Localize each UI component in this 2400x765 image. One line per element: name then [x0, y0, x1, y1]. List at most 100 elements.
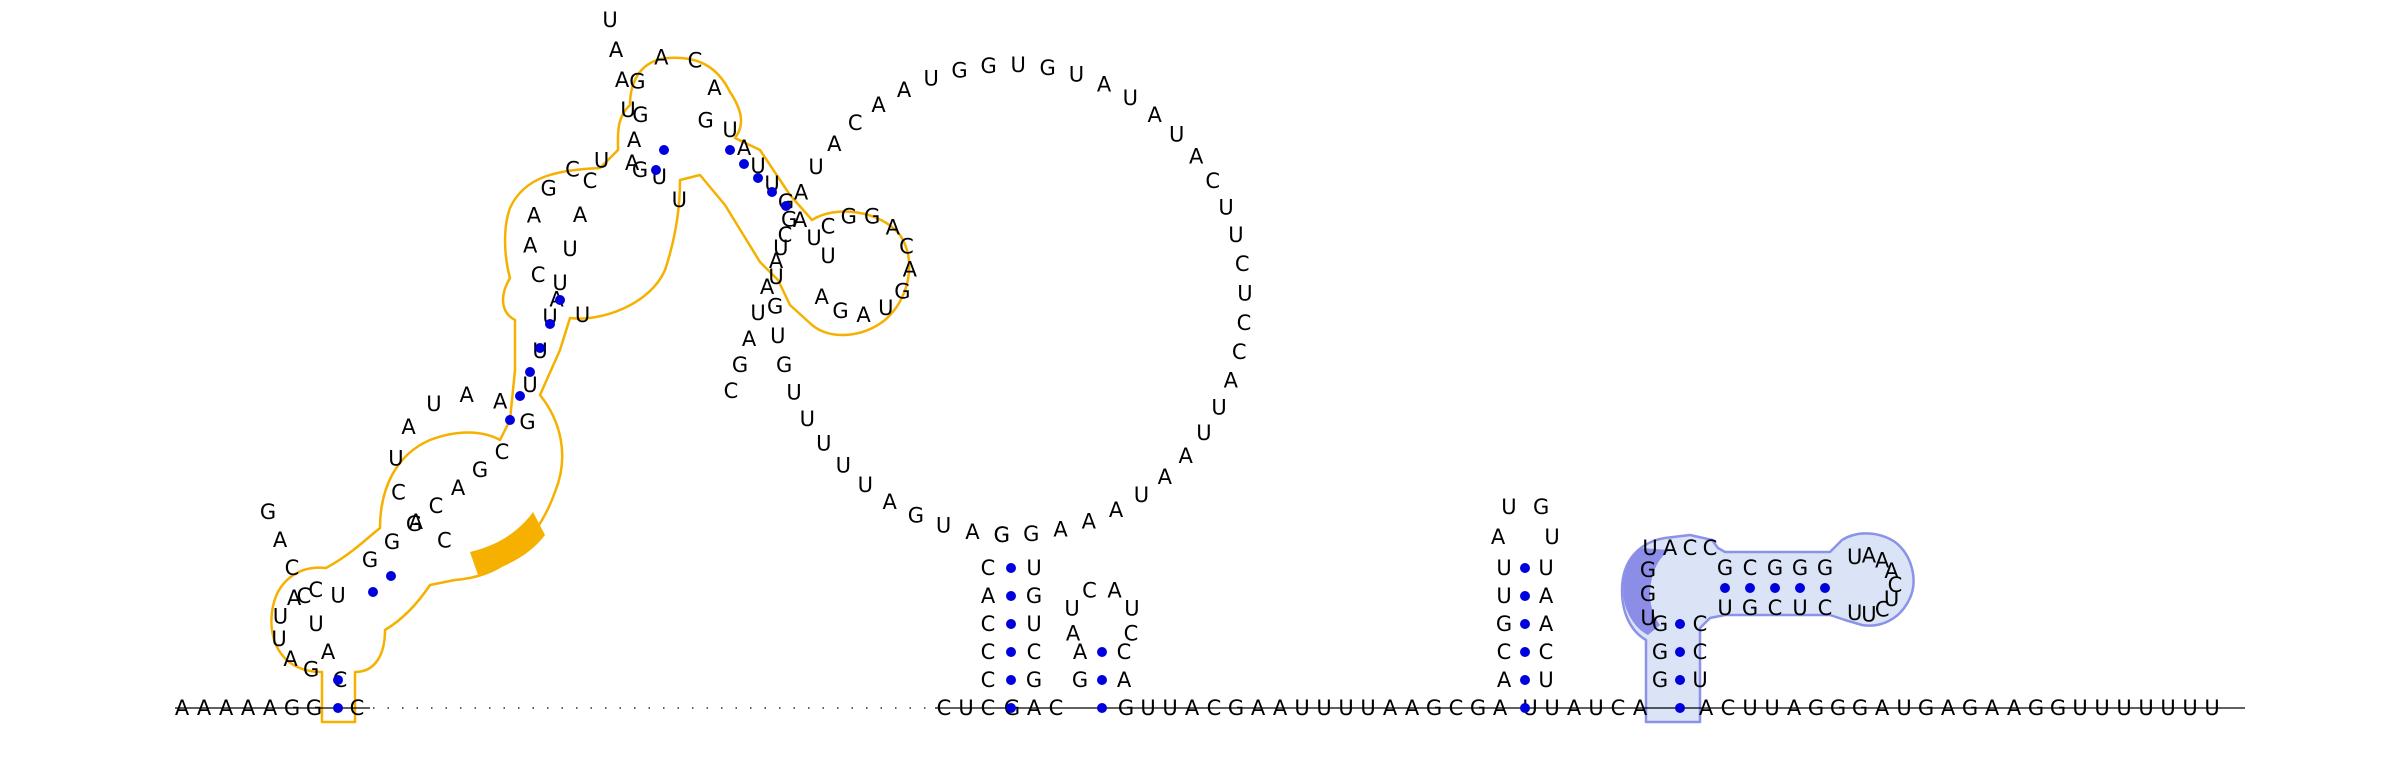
- nucleotide-helix-a-left: C: [981, 556, 996, 580]
- nucleotide-pk-top: G: [1640, 582, 1656, 606]
- nucleotide-orange-cap: C: [688, 48, 703, 72]
- nucleotide-linker: G: [1118, 696, 1134, 720]
- nucleotide-big-loop: U: [936, 513, 951, 537]
- nucleotide-orange-right-loop: G: [894, 280, 910, 304]
- nucleotide-orange-stem: U: [596, 0, 611, 2]
- nucleotide-pk-helix-top: C: [1743, 556, 1758, 580]
- nucleotide-orange-loop3: A: [625, 151, 640, 175]
- nucleotide-3prime-tail: G: [1852, 696, 1868, 720]
- nucleotide-orange-stem: C: [778, 223, 793, 247]
- nucleotide-big-loop: U: [816, 431, 831, 455]
- nucleotide-orange-loop3: G: [541, 177, 557, 201]
- nucleotide-orange-loop3: C: [531, 263, 546, 287]
- nucleotide-pk-loop: A: [1884, 559, 1899, 583]
- nucleotide-hairpin3-right: U: [1538, 668, 1553, 692]
- nucleotide-linker: C: [1207, 696, 1222, 720]
- nucleotide-orange-right-loop: G: [864, 205, 880, 229]
- nucleotide-orange-stem: A: [737, 136, 752, 160]
- base-pair-hairpin2: [1097, 703, 1107, 713]
- nucleotide-linker: C: [981, 696, 996, 720]
- nucleotide-big-loop: A: [794, 181, 809, 205]
- nucleotide-pk-right: C: [1693, 612, 1708, 636]
- nucleotide-5prime: A: [219, 696, 234, 720]
- nucleotide-3prime-tail: U: [2204, 696, 2219, 720]
- nucleotide-helix-a-left: A: [981, 584, 996, 608]
- nucleotide-helix-a-left: C: [981, 640, 996, 664]
- nucleotide-big-loop: C: [1237, 311, 1252, 335]
- nucleotide-big-loop: U: [773, 236, 788, 260]
- base-pair-orange: [333, 703, 343, 713]
- nucleotide-orange-loop2: U: [426, 392, 441, 416]
- nucleotide-linker: C: [1611, 696, 1626, 720]
- nucleotide-pk-loop: A: [1875, 548, 1890, 572]
- nucleotide-big-loop: G: [908, 503, 924, 527]
- nucleotide-5prime: A: [263, 696, 278, 720]
- nucleotide-hairpin2: A: [1117, 668, 1132, 692]
- nucleotide-orange-right-loop: U: [878, 296, 893, 320]
- nucleotide-3prime-tail: U: [2182, 696, 2197, 720]
- nucleotide-linker: U: [1338, 696, 1353, 720]
- nucleotide-big-loop: G: [951, 59, 967, 83]
- nucleotide-hairpin3-loop: U: [1544, 525, 1559, 549]
- nucleotide-linker: A: [1567, 696, 1582, 720]
- base-pair-orange: [753, 173, 763, 183]
- nucleotide-linker: A: [1273, 696, 1288, 720]
- base-pair-orange: [545, 319, 555, 329]
- base-pair-orange: [535, 343, 545, 353]
- nucleotide-orange-stem: U: [602, 8, 617, 32]
- nucleotide-orange-stem: C: [429, 494, 444, 518]
- nucleotide-orange-stem: G: [632, 158, 648, 182]
- nucleotide-hairpin2-loop: A: [1066, 622, 1081, 646]
- nucleotide-big-loop: G: [994, 523, 1010, 547]
- nucleotide-pk-helix-top: G: [1767, 556, 1783, 580]
- nucleotide-orange-stem: G: [472, 458, 488, 482]
- base-pair-helix-a: [1006, 647, 1016, 657]
- base-pair-orange: [368, 587, 378, 597]
- nucleotide-orange-stem: A: [609, 38, 624, 62]
- nucleotide-3prime-tail: A: [1699, 696, 1714, 720]
- nucleotide-big-loop: A: [827, 132, 842, 156]
- nucleotide-orange-stem: C: [495, 440, 510, 464]
- nucleotide-orange-loop2: A: [460, 383, 475, 407]
- orange-highlight-patch: [470, 512, 545, 575]
- nucleotide-orange-right-loop: A: [903, 257, 918, 281]
- nucleotide-big-loop: U: [1069, 63, 1084, 87]
- nucleotide-pk-helix-bottom: G: [1742, 596, 1758, 620]
- nucleotide-3prime-tail: G: [2028, 696, 2044, 720]
- nucleotide-3prime-tail: G: [1830, 696, 1846, 720]
- nucleotide-hairpin3-right: A: [1539, 584, 1554, 608]
- nucleotide-3prime-tail: A: [1875, 696, 1890, 720]
- nucleotide-5prime: A: [175, 696, 190, 720]
- nucleotide-pk-helix-bottom: U: [1717, 596, 1732, 620]
- nucleotide-linker: U: [1360, 696, 1375, 720]
- nucleotide-big-loop: G: [981, 54, 997, 78]
- nucleotide-orange-right-loop: C: [899, 234, 914, 258]
- base-pair-orange: [739, 159, 749, 169]
- nucleotide-big-loop: C: [1205, 169, 1220, 193]
- nucleotide-orange-loop2: A: [493, 389, 508, 413]
- nucleotide-linker: C: [1449, 696, 1464, 720]
- base-pair-pk-stem: [1675, 647, 1685, 657]
- nucleotide-orange-stem: G: [260, 500, 276, 524]
- nucleotide-orange-stem: G: [384, 530, 400, 554]
- base-pair-pk-stem: [1675, 703, 1685, 713]
- nucleotide-5prime: A: [197, 696, 212, 720]
- nucleotide-orange-right-loop: G: [832, 299, 848, 323]
- nucleotide-5prime: A: [241, 696, 256, 720]
- nucleotide-big-loop: A: [1082, 509, 1097, 533]
- base-pair-hairpin2: [1097, 675, 1107, 685]
- nucleotide-3prime-tail: A: [1787, 696, 1802, 720]
- blue-domain-outline: [1620, 532, 1915, 724]
- nucleotide-big-loop: U: [808, 155, 823, 179]
- nucleotide-big-loop: A: [897, 78, 912, 102]
- nucleotide-hairpin2-loop: U: [1124, 597, 1139, 621]
- nucleotide-big-loop: A: [1189, 145, 1204, 169]
- nucleotide-3prime-tail: U: [2116, 696, 2131, 720]
- nucleotide-pk-helix-top: G: [1792, 556, 1808, 580]
- nucleotide-hairpin2: G: [1072, 668, 1088, 692]
- nucleotide-orange-stem: A: [793, 208, 808, 232]
- nucleotide-big-loop: U: [1011, 53, 1026, 77]
- nucleotide-linker: U: [1544, 696, 1559, 720]
- nucleotide-orange-stem: A: [769, 249, 784, 273]
- nucleotide-linker: U: [1316, 696, 1331, 720]
